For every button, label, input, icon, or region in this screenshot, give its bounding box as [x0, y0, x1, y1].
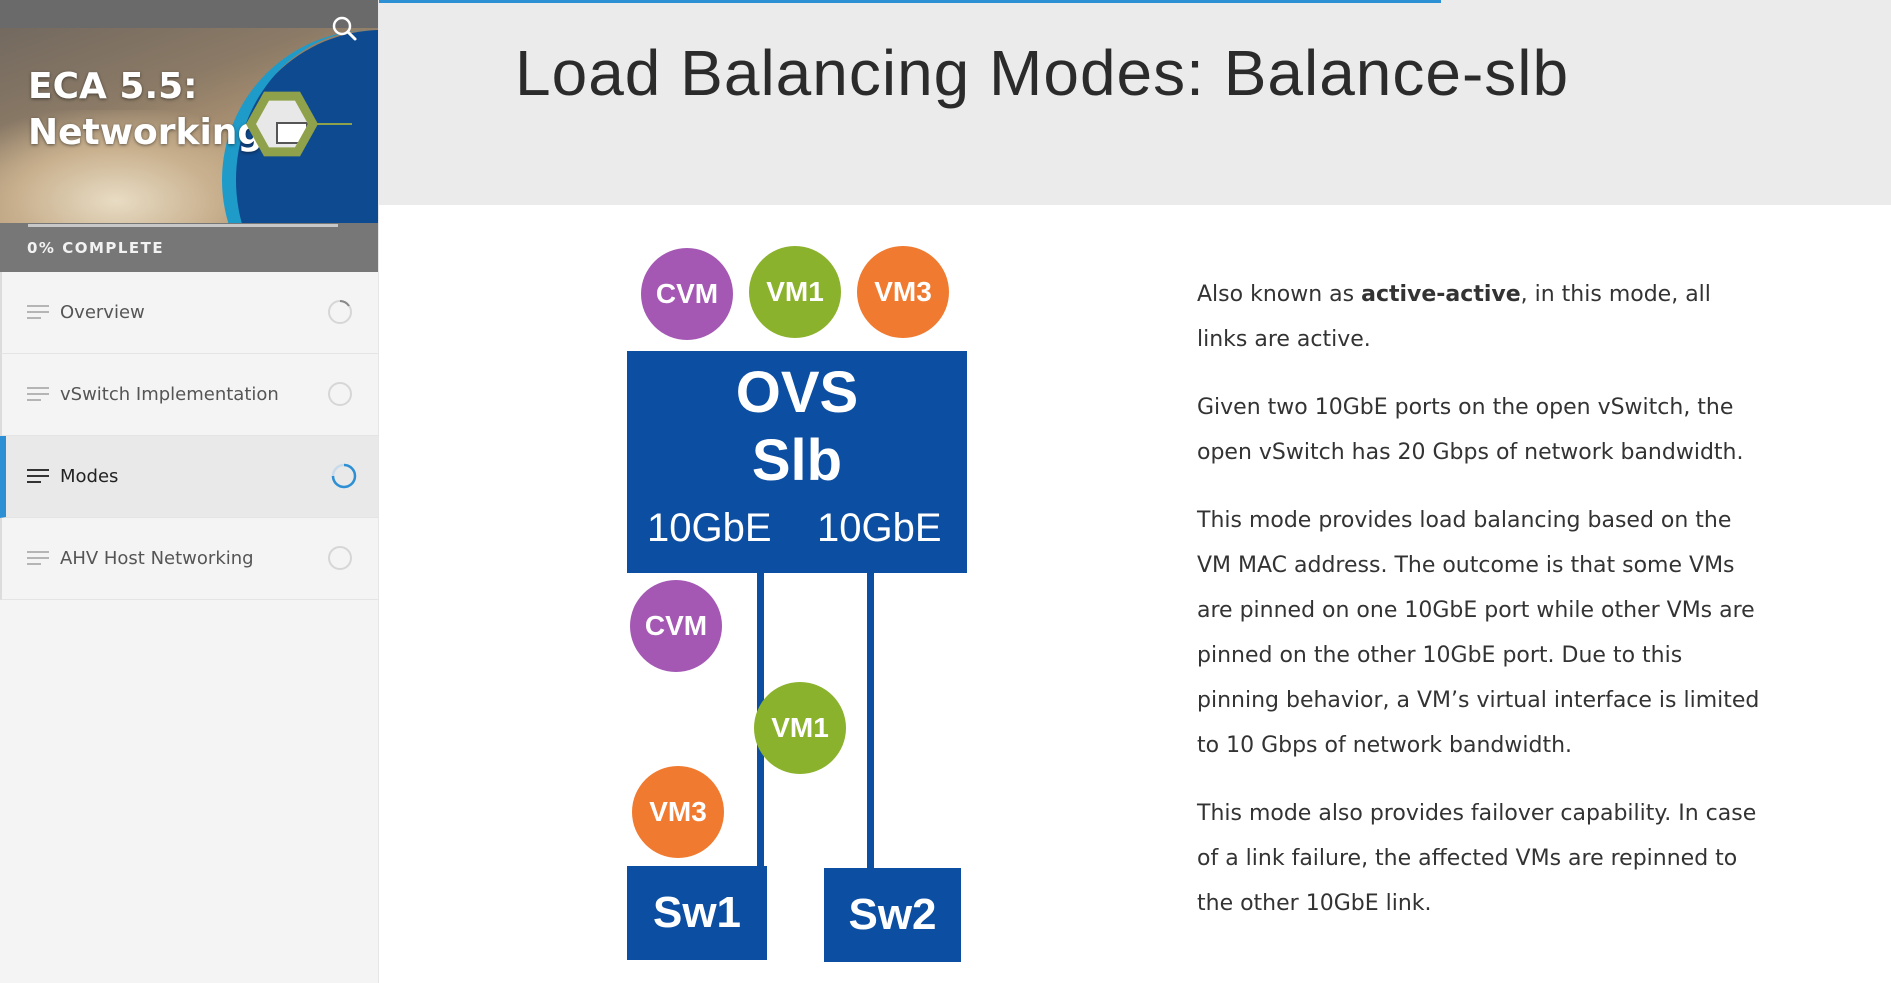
course-title: ECA 5.5: Networking: [28, 66, 264, 153]
lesson-item-overview[interactable]: Overview: [0, 272, 378, 354]
badge-connector-line: [316, 123, 352, 125]
lesson-item-ahv-host-networking[interactable]: AHV Host Networking: [0, 518, 378, 600]
progress-label: 0% COMPLETE: [27, 239, 165, 257]
course-sidebar: ECA 5.5: Networking 0% COMPLETE Overview: [0, 0, 379, 983]
progress-ring-icon: [331, 463, 357, 489]
port-left-label: 10GbE: [647, 506, 772, 550]
lesson-label: Modes: [60, 466, 119, 487]
lesson-label: AHV Host Networking: [60, 548, 254, 569]
lesson-label: vSwitch Implementation: [60, 384, 279, 405]
node-vm3-pinned: VM3: [632, 766, 724, 858]
switch-sw2: Sw2: [824, 868, 961, 962]
course-progress: 0% COMPLETE: [0, 223, 378, 272]
progress-ring-icon: [328, 546, 352, 570]
lesson-item-vswitch-implementation[interactable]: vSwitch Implementation: [0, 354, 378, 436]
balance-slb-diagram: CVM VM1 VM3 OVS Slb 10GbE 10GbE CVM VM1 …: [624, 240, 984, 970]
menu-lines-icon: [27, 469, 49, 483]
menu-lines-icon: [27, 387, 49, 401]
progress-ring-icon: [328, 300, 352, 324]
lesson-label: Overview: [60, 302, 145, 323]
slb-label: Slb: [751, 428, 843, 493]
ovs-label: OVS: [735, 360, 859, 425]
p1-prefix: Also known as: [1197, 282, 1362, 307]
node-vm3-top: VM3: [857, 246, 949, 338]
reading-progress-bar: [379, 0, 1441, 3]
title-band: Load Balancing Modes: Balance-slb: [379, 0, 1891, 205]
paragraph-4: This mode also provides failover capabil…: [1197, 801, 1757, 916]
search-icon: [332, 16, 357, 41]
p1-suffix: , in this mode, all links are active.: [1197, 282, 1711, 352]
port-right-label: 10GbE: [817, 506, 942, 550]
progress-bar: [28, 224, 338, 227]
paragraph-1: Also known as active-active, in this mod…: [1197, 272, 1767, 362]
course-header: ECA 5.5: Networking 0% COMPLETE: [0, 0, 378, 272]
lesson-body-text: Also known as active-active, in this mod…: [1197, 272, 1767, 949]
paragraph-2: Given two 10GbE ports on the open vSwitc…: [1197, 395, 1744, 465]
search-button[interactable]: [330, 14, 360, 44]
page-title: Load Balancing Modes: Balance-slb: [515, 37, 1570, 109]
lesson-item-modes[interactable]: Modes: [0, 436, 378, 518]
header-top-strip: [0, 0, 378, 28]
switch-sw1: Sw1: [627, 866, 767, 960]
node-cvm-pinned: CVM: [630, 580, 722, 672]
menu-lines-icon: [27, 551, 49, 565]
progress-ring-icon: [328, 382, 352, 406]
ovs-box: OVS Slb 10GbE 10GbE: [627, 351, 967, 573]
p1-bold: active-active: [1361, 282, 1521, 307]
paragraph-3: This mode provides load balancing based …: [1197, 508, 1760, 758]
node-vm1-pinned: VM1: [754, 682, 846, 774]
node-cvm-top: CVM: [641, 248, 733, 340]
link-right: [867, 573, 874, 909]
node-vm1-top: VM1: [749, 246, 841, 338]
menu-lines-icon: [27, 305, 49, 319]
lesson-list: Overview vSwitch Implementation: [0, 272, 378, 600]
lesson-content: Load Balancing Modes: Balance-slb CVM VM…: [379, 0, 1891, 983]
